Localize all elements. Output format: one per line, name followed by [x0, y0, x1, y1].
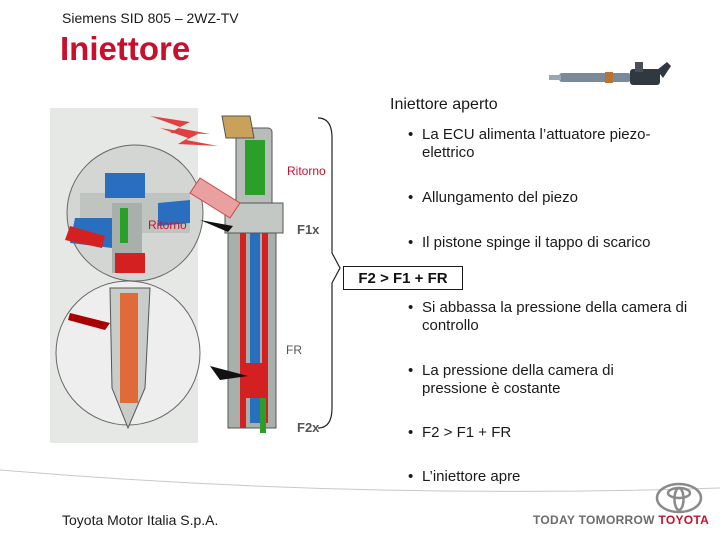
bullet-item: •Allungamento del piezo	[422, 189, 672, 207]
slide-title: Iniettore	[60, 30, 190, 68]
label-fr: FR	[286, 343, 302, 357]
label-f1x: F1x	[297, 222, 319, 237]
footer-company: Toyota Motor Italia S.p.A.	[62, 512, 218, 528]
footer-swoosh	[0, 440, 720, 520]
injector-cutaway-diagram	[50, 108, 350, 443]
footer-slogan: TODAY TOMORROW TOYOTA	[533, 513, 709, 527]
presentation-subtitle: Siemens SID 805 – 2WZ-TV	[62, 10, 239, 26]
label-ritorno-left: Ritorno	[148, 218, 187, 232]
bullet-item: •La pressione della camera di pressione …	[422, 362, 672, 398]
force-formula-box: F2 > F1 + FR	[343, 266, 463, 290]
bullet-item: •La ECU alimenta l’attuatore piezo-elett…	[422, 126, 672, 162]
section-heading: Iniettore aperto	[390, 96, 498, 114]
bullet-item: •Si abbassa la pressione della camera di…	[422, 299, 697, 335]
toyota-logo-icon	[655, 482, 703, 514]
label-f2x: F2x	[297, 420, 319, 435]
bullet-item: •Il pistone spinge il tappo di scarico	[422, 234, 682, 252]
label-ritorno-top: Ritorno	[287, 164, 326, 178]
injector-thumbnail	[545, 58, 675, 98]
